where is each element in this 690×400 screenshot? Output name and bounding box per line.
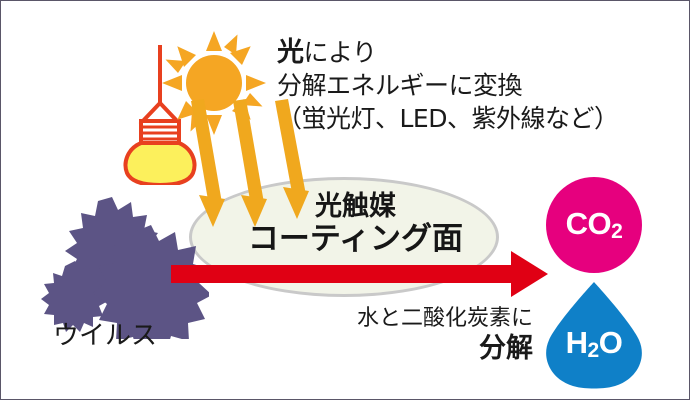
light-source-caption: 光により 分解エネルギーに変換 （蛍光灯、LED、紫外線など）: [277, 35, 619, 135]
virus-icon: [39, 189, 212, 354]
co2-subscript: 2: [611, 220, 623, 243]
light-rays-arrows-icon: [191, 99, 321, 239]
co2-product-badge: CO2: [546, 177, 642, 273]
decompose-line1: 水と二酸化炭素に: [356, 306, 533, 331]
light-bulb-icon: [121, 45, 199, 190]
caption-line1-rest: により: [303, 38, 378, 67]
decomposition-caption: 水と二酸化炭素に 分解: [297, 306, 533, 366]
caption-line3: （蛍光灯、LED、紫外線など）: [277, 103, 619, 133]
caption-line2: 分解エネルギーに変換: [277, 71, 523, 101]
coating-label-line1: 光触媒: [315, 191, 396, 222]
coating-label-line2: コーティング面: [247, 221, 464, 258]
caption-strong-hikari: 光: [277, 37, 304, 68]
h2o-drop-shape: [539, 282, 649, 395]
sun-icon: [162, 31, 266, 140]
co2-formula: CO: [565, 206, 612, 241]
decompose-line2: 分解: [479, 332, 533, 364]
coating-surface-label: 光触媒 コーティング面: [223, 191, 488, 258]
virus-label: ウイルス: [53, 321, 158, 351]
process-arrow-icon: [171, 249, 548, 306]
